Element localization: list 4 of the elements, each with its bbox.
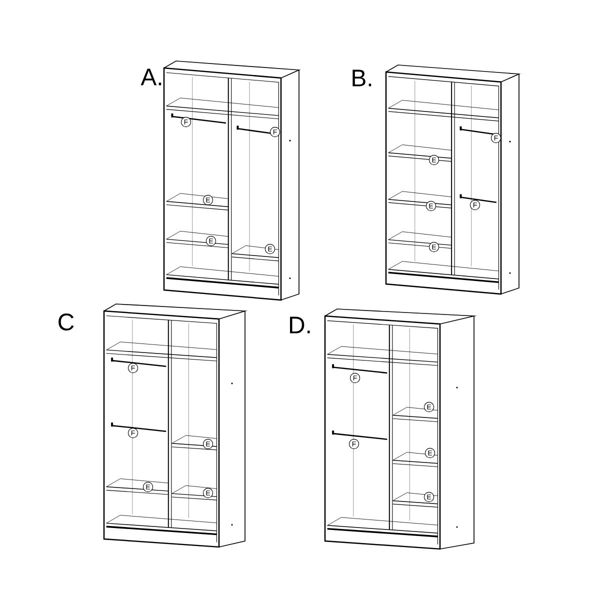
- panel-letter: A.: [140, 68, 162, 86]
- panel-letter: C: [58, 314, 74, 330]
- panel-letter: D.: [290, 316, 310, 334]
- panel-letter: B.: [352, 70, 372, 86]
